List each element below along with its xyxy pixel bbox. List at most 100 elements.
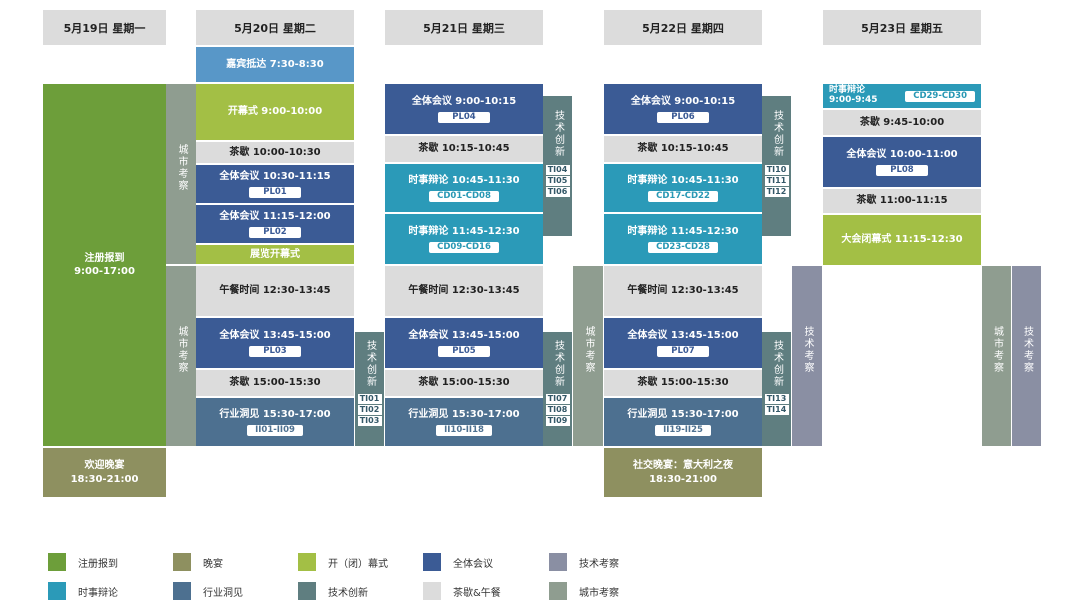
tech-code: TI06 (545, 187, 570, 197)
industry-insight-title: 行业洞见 15:30-17:00 (408, 409, 520, 421)
legend-item-tech-innovation: 技术创新 (298, 582, 368, 600)
registration-title: 注册报到 (84, 252, 125, 264)
tech-visit-label: 技术考察 (802, 326, 813, 374)
legend-label: 技术考察 (579, 558, 619, 570)
session-code: CD09-CD16 (429, 241, 499, 253)
debate-cd23-block: 时事辩论 11:45-12:30 CD23-CD28 (604, 214, 762, 264)
tech-visit-thu-pm: 技术考察 (792, 266, 822, 446)
plenary-pl07-block: 全体会议 13:45-15:00 PL07 (604, 318, 762, 368)
plenary-pl05-block: 全体会议 13:45-15:00 PL05 (385, 318, 543, 368)
tea-break-block: 茶歇 15:00-15:30 (385, 370, 543, 396)
tea-break-block: 茶歇 9:45-10:00 (823, 110, 981, 135)
lunch-title: 午餐时间 12:30-13:45 (627, 285, 739, 297)
debate-title: 时事辩论 10:45-11:30 (627, 175, 739, 187)
social-dinner-title: 社交晚宴：意大利之夜 (633, 460, 733, 471)
tech-code: TI02 (357, 405, 382, 415)
tech-innovation-wed-pm: 技术创新 TI07 TI08 TI09 (543, 332, 572, 446)
legend-item-registration: 注册报到 (48, 553, 118, 571)
tech-code: TI11 (764, 176, 789, 186)
legend-label: 全体会议 (453, 558, 493, 570)
tea-break-block: 茶歇 15:00-15:30 (604, 370, 762, 396)
session-code: PL04 (438, 111, 490, 123)
registration-time: 9:00-17:00 (74, 266, 135, 277)
legend-swatch (298, 582, 316, 600)
legend-swatch (298, 553, 316, 571)
tech-code: TI12 (764, 187, 789, 197)
industry-insight-title: 行业洞见 15:30-17:00 (627, 409, 739, 421)
tech-code: TI09 (545, 416, 570, 426)
social-dinner-time: 18:30-21:00 (649, 473, 717, 485)
debate-cd17-block: 时事辩论 10:45-11:30 CD17-CD22 (604, 164, 762, 212)
industry-insight-block: 行业洞见 15:30-17:00 II01-II09 (196, 398, 354, 446)
social-dinner-block: 社交晚宴：意大利之夜 18:30-21:00 (604, 448, 762, 497)
legend-item-tech-visit: 技术考察 (549, 553, 619, 571)
legend-label: 时事辩论 (78, 587, 118, 599)
industry-insight-block: 行业洞见 15:30-17:00 II10-II18 (385, 398, 543, 446)
lunch-block: 午餐时间 12:30-13:45 (604, 266, 762, 316)
industry-insight-block: 行业洞见 15:30-17:00 II19-II25 (604, 398, 762, 446)
day-header-0520: 5月20日 星期二 (196, 10, 354, 45)
plenary-title: 全体会议 10:30-11:15 (219, 171, 331, 183)
tech-innovation-wed-am: 技术创新 TI04 TI05 TI06 (543, 96, 572, 236)
tea-break-title: 茶歇 15:00-15:30 (418, 377, 510, 389)
tea-break-block: 茶歇 10:00-10:30 (196, 142, 354, 163)
legend-item-city-visit: 城市考察 (549, 582, 619, 600)
session-code: PL08 (876, 164, 928, 176)
legend-swatch (549, 553, 567, 571)
welcome-dinner-block: 欢迎晚宴 18:30-21:00 (43, 448, 166, 497)
lunch-block: 午餐时间 12:30-13:45 (196, 266, 354, 316)
tea-break-block: 茶歇 10:15-10:45 (604, 136, 762, 162)
tea-break-title: 茶歇 10:00-10:30 (229, 146, 321, 158)
session-code: CD29-CD30 (905, 90, 975, 102)
legend-item-plenary: 全体会议 (423, 553, 493, 571)
city-visit-label: 城市考察 (991, 326, 1003, 374)
tea-break-title: 茶歇 9:45-10:00 (859, 116, 945, 128)
welcome-dinner-time: 18:30-21:00 (70, 473, 139, 485)
legend-swatch (423, 553, 441, 571)
day-header-0522: 5月22日 星期四 (604, 10, 762, 45)
legend-item-industry: 行业洞见 (173, 582, 243, 600)
debate-time: 9:00-9:45 (829, 95, 878, 105)
tech-innovation-label: 技术创新 (552, 340, 564, 388)
tech-code: TI04 (545, 165, 570, 175)
debate-cd29-block: 时事辩论 9:00-9:45 CD29-CD30 (823, 84, 981, 108)
tea-break-block: 茶歇 10:15-10:45 (385, 136, 543, 162)
session-code: PL01 (249, 186, 301, 198)
legend-item-ceremony: 开（闭）幕式 (298, 553, 388, 571)
tech-code: TI13 (764, 394, 789, 404)
lunch-title: 午餐时间 12:30-13:45 (219, 285, 331, 297)
session-code: PL07 (657, 345, 709, 357)
plenary-pl04-block: 全体会议 9:00-10:15 PL04 (385, 84, 543, 134)
tech-code: TI14 (764, 405, 789, 415)
day-header-0521: 5月21日 星期三 (385, 10, 543, 45)
welcome-dinner-title: 欢迎晚宴 (84, 460, 125, 471)
registration-block: 注册报到 9:00-17:00 (43, 84, 166, 446)
debate-title: 时事辩论 11:45-12:30 (627, 226, 739, 238)
legend-swatch (48, 582, 66, 600)
legend-item-debate: 时事辩论 (48, 582, 118, 600)
legend-swatch (423, 582, 441, 600)
tech-innovation-label: 技术创新 (364, 340, 376, 388)
tea-break-title: 茶歇 15:00-15:30 (229, 377, 321, 389)
legend-label: 行业洞见 (203, 587, 243, 599)
closing-ceremony-title: 大会闭幕式 11:15-12:30 (841, 234, 963, 246)
tech-innovation-label: 技术创新 (771, 340, 783, 388)
legend-label: 开（闭）幕式 (328, 558, 388, 570)
guest-arrival-block: 嘉宾抵达 7:30-8:30 (196, 47, 354, 82)
plenary-pl06-block: 全体会议 9:00-10:15 PL06 (604, 84, 762, 134)
tech-code: TI08 (545, 405, 570, 415)
legend-swatch (48, 553, 66, 571)
tea-break-title: 茶歇 15:00-15:30 (637, 377, 729, 389)
expo-opening-title: 展览开幕式 (250, 248, 300, 260)
legend-item-dinner: 晚宴 (173, 553, 223, 571)
plenary-title: 全体会议 9:00-10:15 (630, 96, 736, 108)
debate-title: 时事辩论 11:45-12:30 (408, 226, 520, 238)
session-code: CD17-CD22 (648, 190, 718, 202)
tech-code: TI03 (357, 416, 382, 426)
tech-innovation-tue-pm: 技术创新 TI01 TI02 TI03 (355, 332, 384, 446)
opening-ceremony-title: 开幕式 9:00-10:00 (227, 106, 323, 118)
plenary-title: 全体会议 13:45-15:00 (408, 330, 520, 342)
debate-title: 时事辩论 10:45-11:30 (408, 175, 520, 187)
tech-innovation-thu-pm: 技术创新 TI13 TI14 (762, 332, 791, 446)
session-code: II10-II18 (436, 424, 492, 436)
